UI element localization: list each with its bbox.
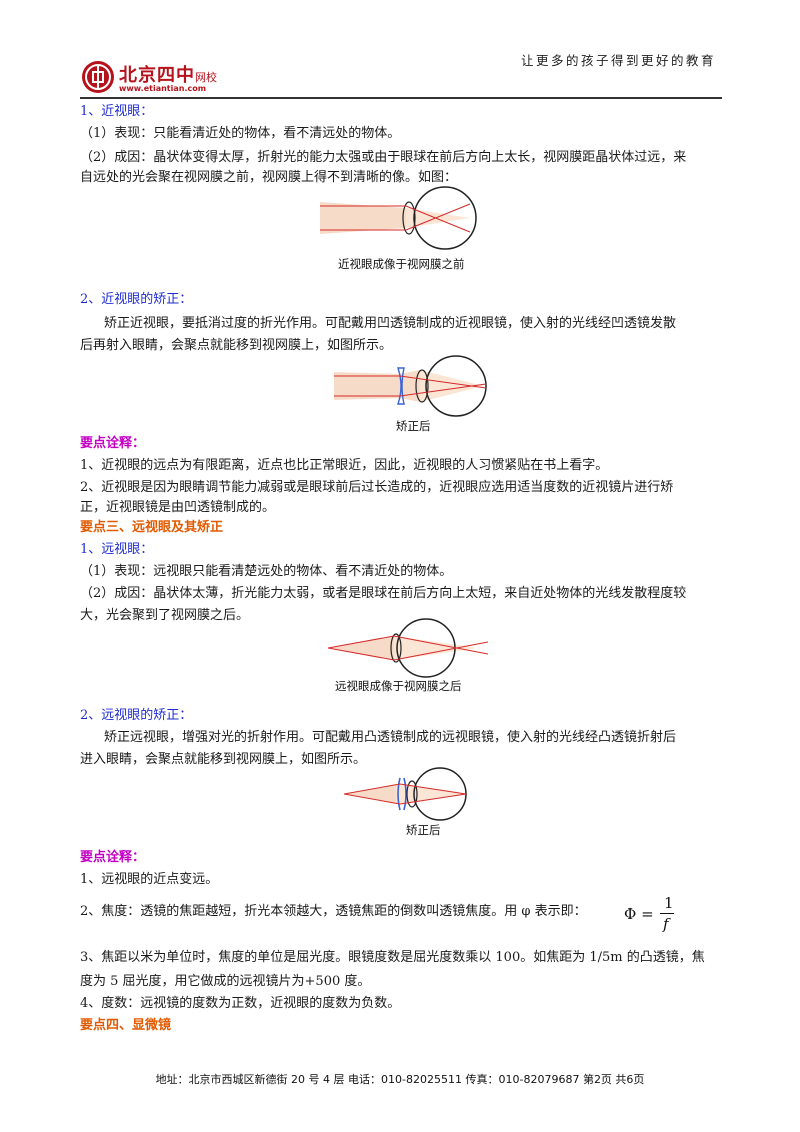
section-title-hyperopia: 要点三、远视眼及其矫正	[80, 520, 224, 535]
formula-denominator: f	[663, 915, 669, 933]
formula-lhs: Φ =	[624, 905, 654, 923]
myopia-eye-diagram	[320, 186, 477, 250]
figure-caption-hyperopia: 远视眼成像于视网膜之后	[335, 679, 462, 693]
logo-suffix: 网校	[195, 71, 217, 84]
figure-caption-myopia: 近视眼成像于视网膜之前	[338, 257, 465, 271]
hyperopia-heading: 1、远视眼：	[80, 542, 154, 557]
hyperopia-correction-heading: 2、远视眼的矫正：	[80, 708, 193, 723]
myopia-cause-line2: 自远处的光会聚在视网膜之前，视网膜上得不到清晰的像。如图：	[80, 170, 458, 185]
myopia-note-2-line2: 正，近视眼镜是由凹透镜制成的。	[80, 500, 276, 515]
myopia-correction-line2: 后再射入眼睛，会聚点就能移到视网膜上，如图所示。	[80, 338, 393, 353]
hyperopia-note-3-line2: 度为 5 屈光度，用它做成的远视镜片为+500 度。	[80, 974, 371, 989]
myopia-note-2-line1: 2、近视眼是因为眼睛调节能力减弱或是眼球前后过长造成的，近视眼应选用适当度数的近…	[80, 480, 674, 495]
myopia-symptom: （1）表现：只能看清近处的物体，看不清远处的物体。	[80, 126, 401, 141]
myopia-note-1: 1、近视眼的远点为有限距离，近点也比正常眼近，因此，近视眼的人习惯紧贴在书上看字…	[80, 458, 609, 473]
hyperopia-correction-line1: 矫正远视眼，增强对光的折射作用。可配戴用凸透镜制成的远视眼镜，使入射的光线经凸透…	[104, 730, 677, 745]
hyperopia-cause-line2: 大，光会聚到了视网膜之后。	[80, 608, 250, 623]
page-footer: 地址：北京市西城区新德街 20 号 4 层 电话：010-82025511 传真…	[155, 1073, 645, 1086]
hyperopia-note-3-line1: 3、焦距以米为单位时，焦度的单位是屈光度。眼镜度数是屈光度数乘以 100。如焦距…	[80, 950, 705, 965]
hyperopia-note-2: 2、焦度：透镜的焦距越短，折光本领越大，透镜焦距的倒数叫透镜焦度。用 φ 表示即…	[80, 904, 587, 919]
header-slogan: 让更多的孩子得到更好的教育	[520, 53, 716, 68]
school-logo	[82, 61, 114, 93]
formula-numerator: 1	[664, 894, 674, 912]
logo-name: 北京四中网校	[119, 65, 217, 86]
section-title-microscope: 要点四、显微镜	[80, 1018, 172, 1033]
header-divider	[80, 97, 722, 99]
hyperopia-note-title: 要点诠释：	[80, 850, 146, 865]
hyperopia-correction-line2: 进入眼睛，会聚点就能移到视网膜上，如图所示。	[80, 752, 367, 767]
hyperopia-eye-diagram	[328, 618, 489, 678]
myopia-correction-heading: 2、近视眼的矫正：	[80, 292, 193, 307]
figure-caption-hyperopia-corrected: 矫正后	[406, 823, 441, 837]
myopia-corrected-eye-diagram	[334, 355, 487, 417]
hyperopia-cause-line1: （2）成因：晶状体太薄，折光能力太弱，或者是眼球在前后方向上太短，来自近处物体的…	[80, 586, 687, 601]
hyperopia-note-1: 1、远视眼的近点变远。	[80, 872, 219, 887]
hyperopia-note-4: 4、度数：远视镜的度数为正数，近视眼的度数为负数。	[80, 996, 401, 1011]
figure-caption-myopia-corrected: 矫正后	[396, 419, 431, 433]
focal-power-formula: Φ = 1 f	[624, 894, 684, 934]
hyperopia-symptom: （1）表现：远视眼只能看清楚远处的物体、看不清近处的物体。	[80, 564, 453, 579]
myopia-correction-line1: 矫正近视眼，要抵消过度的折光作用。可配戴用凹透镜制成的近视眼镜，使入射的光线经凹…	[104, 316, 677, 331]
myopia-note-title: 要点诠释：	[80, 436, 146, 451]
myopia-heading: 1、近视眼：	[80, 104, 154, 119]
myopia-cause-line1: （2）成因：晶状体变得太厚，折射光的能力太强或由于眼球在前后方向上太长，视网膜距…	[80, 150, 687, 165]
formula-fraction-bar	[660, 913, 674, 914]
logo-url: www.etiantian.com	[119, 84, 207, 93]
hyperopia-corrected-eye-diagram	[344, 767, 470, 821]
